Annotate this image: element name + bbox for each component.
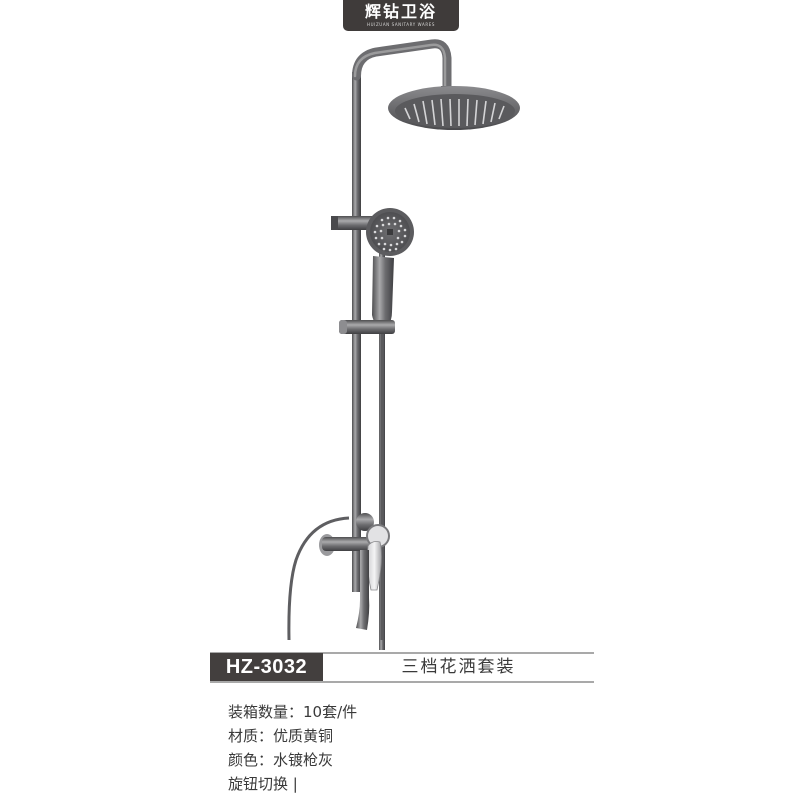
hose-loop <box>287 516 350 641</box>
spec-list: 装箱数量：10套/件 材质：优质黄铜 颜色：水镀枪灰 旋钮切换 | <box>228 700 357 796</box>
brand-logo-badge: 辉钻卫浴 HUIZUAN SANITARY WARES <box>343 0 459 31</box>
product-label-bar: HZ-3032 三档花洒套装 <box>210 652 594 683</box>
brand-name-en: HUIZUAN SANITARY WARES <box>367 22 435 27</box>
label-bottom-divider <box>210 681 594 683</box>
mixer-valve <box>287 513 390 641</box>
tub-spout <box>356 550 370 630</box>
hand-shower <box>366 208 414 326</box>
spec-color: 颜色：水镀枪灰 <box>228 751 334 769</box>
product-name: 三档花洒套装 <box>401 657 516 677</box>
label-top-divider <box>210 652 594 654</box>
brand-name-cn: 辉钻卫浴 <box>364 2 437 21</box>
spec-switch-type: 旋钮切换 | <box>228 775 298 793</box>
spec-material: 材质：优质黄铜 <box>228 727 334 745</box>
shower-set-product-image <box>287 39 520 650</box>
rain-shower-head <box>388 86 520 130</box>
model-number: HZ-3032 <box>210 653 323 682</box>
spec-packing-quantity: 装箱数量：10套/件 <box>228 703 358 721</box>
shower-arm <box>352 39 452 97</box>
lower-slider-holder <box>339 320 395 334</box>
